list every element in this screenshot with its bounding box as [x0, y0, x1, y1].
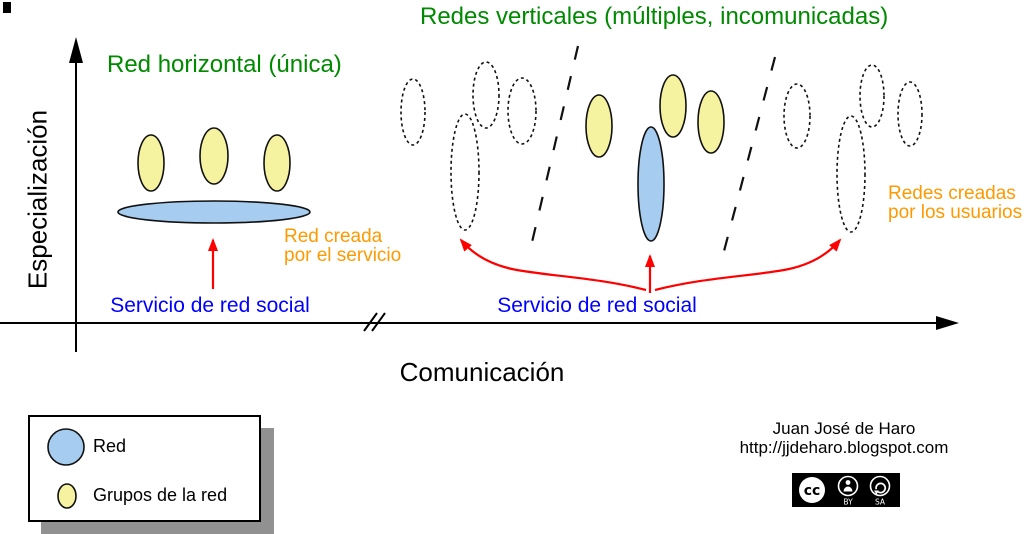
y-axis-label: Especialización [22, 109, 53, 290]
user-network-ellipse [836, 115, 866, 233]
group-ellipse [697, 90, 725, 154]
x-axis-arrowhead-icon [936, 316, 959, 330]
cc-by-label: BY [843, 498, 853, 507]
vertical-networks-title: Redes verticales (múltiples, incomunicad… [420, 3, 889, 30]
user-network-ellipse [472, 61, 500, 129]
horizontal-network-title: Red horizontal (única) [107, 51, 342, 78]
group-ellipse [199, 127, 229, 185]
created-by-service-label: Red creada por el servicio [284, 227, 401, 265]
legend-icons [47, 428, 85, 509]
y-axis-arrowhead-icon [69, 37, 83, 63]
user-network-ellipse [783, 83, 811, 149]
user-network-ellipse [859, 64, 885, 128]
service-arrow-curve-right [654, 238, 842, 292]
group-ellipse [659, 74, 687, 138]
created-by-service-line1: Red creada [284, 226, 383, 247]
left-group-ellipses [137, 127, 291, 192]
cc-sa-icon [869, 475, 891, 497]
created-by-service-line2: por el servicio [284, 245, 402, 266]
service-label-left: Servicio de red social [110, 294, 310, 317]
created-by-users-label: Redes creadas por los usuarios [888, 184, 1022, 222]
legend: Red Grupos de la red [28, 415, 261, 522]
cc-sa-label: SA [875, 498, 886, 507]
service-label-right: Servicio de red social [497, 294, 697, 317]
credits: Juan José de Haro http://jjdeharo.blogsp… [699, 419, 989, 457]
created-by-users-line1: Redes creadas [888, 183, 1016, 204]
cc-logo-text: cc [804, 483, 821, 499]
author-url: http://jjdeharo.blogspot.com [739, 438, 949, 457]
user-network-ellipses [400, 61, 923, 233]
author-name: Juan José de Haro [772, 419, 916, 438]
group-ellipse [585, 94, 613, 158]
created-by-users-line2: por los usuarios [888, 202, 1023, 223]
corner-mark [3, 2, 11, 13]
user-network-ellipse [400, 78, 426, 146]
x-axis-label: Comunicación [399, 357, 565, 387]
legend-groups-label: Grupos de la red [93, 485, 228, 505]
user-network-ellipse [450, 113, 480, 231]
cc-logo-icon [799, 477, 825, 503]
legend-network-icon [47, 428, 85, 466]
group-ellipse [263, 134, 291, 192]
axis-break-icon [363, 312, 386, 332]
legend-group-icon [57, 483, 77, 509]
horizontal-network-ellipse [117, 200, 311, 224]
vertical-network-ellipse [637, 126, 665, 242]
cc-license-badge: cc BY SA [792, 473, 900, 507]
right-group-ellipses [585, 74, 725, 158]
user-network-ellipse [897, 81, 923, 147]
cc-by-icon [837, 475, 859, 497]
legend-network-label: Red [93, 436, 127, 456]
network-separator-lines [527, 45, 777, 256]
service-arrow-curve-left [459, 238, 647, 292]
service-arrows-right [459, 238, 842, 293]
user-network-ellipse [507, 77, 537, 145]
group-ellipse [137, 134, 165, 192]
